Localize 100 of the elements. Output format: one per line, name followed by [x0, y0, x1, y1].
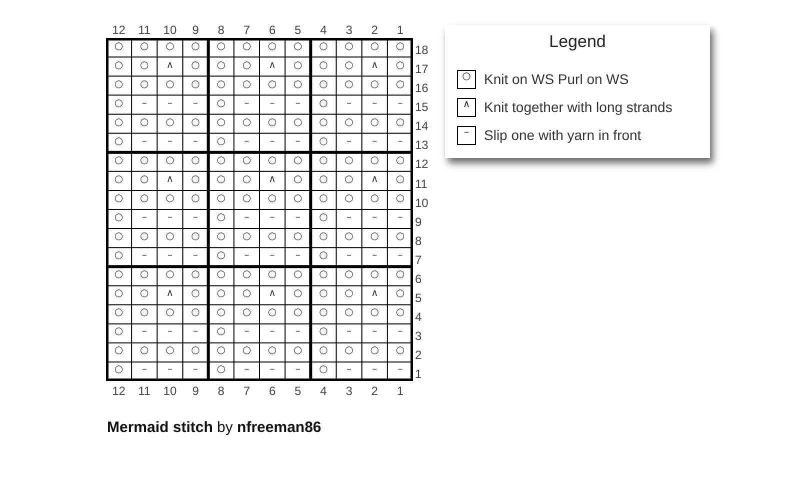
stitch-symbol: –: [295, 136, 300, 149]
stitch-symbol: –: [372, 327, 378, 340]
stitch-symbol: ○: [370, 156, 379, 168]
stitch-symbol: ○: [242, 60, 252, 73]
stitch-symbol: –: [398, 365, 403, 378]
stitch-symbol: ○: [191, 308, 200, 320]
stitch-symbol: –: [270, 98, 275, 111]
stitch-symbol: –: [142, 213, 147, 226]
column-number: 2: [371, 385, 378, 397]
stitch-symbol: ○: [370, 42, 379, 54]
row-number: 18: [415, 44, 428, 56]
stitch-symbol: ○: [319, 80, 328, 92]
stitch-symbol: ○: [114, 365, 124, 378]
stitch-symbol: ○: [216, 365, 226, 378]
stitch-symbol: ○: [344, 118, 354, 130]
stitch-symbol: ○: [396, 156, 405, 168]
stitch-symbol: ○: [114, 194, 124, 206]
stitch-symbol: ○: [294, 289, 302, 302]
stitch-symbol: ○: [140, 80, 149, 92]
stitch-symbol: –: [167, 327, 172, 340]
row-number: 17: [415, 63, 428, 76]
stitch-symbol: ○: [114, 174, 124, 187]
stitch-symbol: –: [270, 327, 275, 340]
stitch-symbol: ○: [319, 213, 328, 226]
row-number: 14: [415, 120, 428, 132]
stitch-symbol: ○: [114, 60, 124, 73]
stitch-symbol: ○: [242, 156, 252, 168]
row-number: 5: [415, 292, 422, 304]
stitch-symbol: ○: [344, 346, 354, 358]
stitch-symbol: ○: [191, 232, 200, 244]
stitch-symbol: ○: [268, 346, 277, 358]
stitch-symbol: ○: [344, 60, 354, 73]
stitch-symbol: –: [346, 327, 352, 340]
stitch-symbol: ○: [294, 308, 302, 320]
stitch-symbol: ○: [114, 80, 124, 92]
stitch-symbol: ○: [114, 251, 124, 264]
stitch-symbol: –: [167, 251, 172, 264]
stitch-symbol: ○: [242, 118, 252, 130]
row-number: 4: [415, 310, 422, 323]
stitch-symbol: ○: [166, 118, 174, 130]
stitch-symbol: –: [372, 251, 378, 264]
stitch-symbol: ∧: [370, 289, 378, 302]
column-number: 5: [294, 385, 302, 397]
stitch-symbol: –: [167, 365, 172, 378]
stitch-symbol: ○: [114, 270, 124, 282]
stitch-symbol: ○: [319, 136, 328, 149]
stitch-symbol: –: [142, 327, 147, 340]
stitch-symbol: –: [398, 251, 403, 264]
column-number: 11: [138, 385, 151, 397]
stitch-symbol: –: [398, 136, 403, 149]
column-number: 6: [268, 385, 276, 397]
stitch-symbol: ∧: [166, 60, 174, 73]
stitch-symbol: ○: [242, 174, 252, 187]
stitch-symbol: ○: [242, 346, 252, 358]
stitch-symbol: ○: [140, 42, 149, 54]
stitch-symbol: ○: [370, 80, 379, 92]
stitch-symbol: ○: [294, 118, 302, 130]
stitch-symbol: ○: [216, 327, 226, 340]
stitch-symbol: ○: [268, 80, 277, 92]
row-number: 1: [415, 368, 422, 380]
stitch-symbol: ○: [396, 42, 405, 54]
stitch-symbol: ○: [242, 308, 252, 320]
stitch-symbol: ○: [216, 270, 226, 282]
stitch-symbol: ○: [344, 194, 354, 206]
stitch-symbol: ∧: [268, 289, 276, 302]
stitch-symbol: ○: [114, 213, 124, 226]
stitch-symbol: ○: [114, 232, 124, 244]
stitch-symbol: ○: [344, 289, 354, 302]
row-number: 16: [415, 82, 428, 94]
row-number: 9: [415, 216, 422, 228]
stitch-symbol: ○: [268, 308, 277, 320]
stitch-symbol: ○: [114, 42, 124, 54]
column-number: 9: [192, 24, 199, 36]
stitch-symbol: ○: [396, 270, 405, 282]
legend-symbol: ∧: [457, 98, 476, 117]
stitch-symbol: ○: [268, 194, 277, 206]
stitch-symbol: –: [142, 365, 147, 378]
stitch-symbol: ○: [114, 289, 124, 302]
stitch-symbol: –: [142, 136, 147, 149]
stitch-symbol: ∧: [166, 174, 174, 187]
stitch-symbol: ○: [344, 42, 354, 54]
stitch-symbol: ○: [114, 346, 124, 358]
stitch-symbol: ○: [294, 42, 302, 54]
stitch-symbol: ○: [242, 42, 252, 54]
stitch-symbol: ○: [294, 232, 302, 244]
column-number: 1: [396, 24, 404, 36]
stitch-symbol: –: [270, 365, 275, 378]
row-number: 13: [415, 139, 428, 152]
stitch-symbol: –: [270, 251, 275, 264]
stitch-symbol: ∧: [166, 289, 174, 302]
stitch-symbol: ○: [294, 270, 302, 282]
stitch-symbol: ○: [396, 118, 405, 130]
legend-label: Knit together with long strands: [484, 98, 672, 116]
stitch-symbol: ○: [319, 251, 328, 264]
column-number: 10: [163, 385, 177, 397]
stitch-symbol: ∧: [268, 174, 276, 187]
stitch-symbol: –: [398, 327, 403, 340]
stitch-symbol: ○: [140, 346, 149, 358]
stitch-symbol: ○: [370, 308, 379, 320]
stitch-symbol: –: [270, 213, 275, 226]
